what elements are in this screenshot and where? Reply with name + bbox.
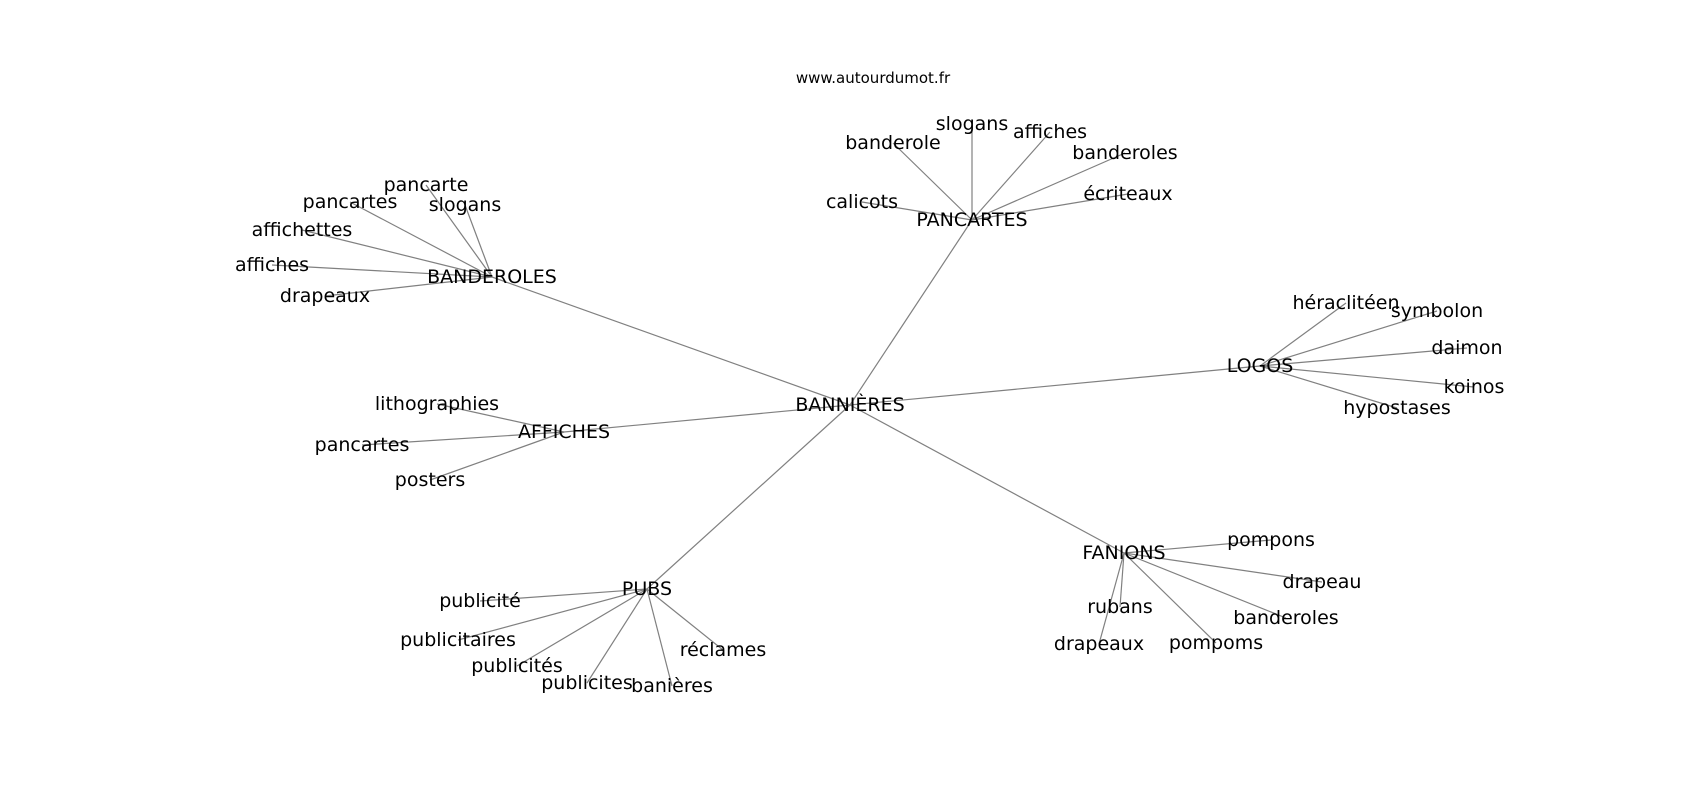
leaf-node-banderoles-slogans[interactable]: slogans <box>429 194 501 216</box>
edge-pubs-to-publicites <box>516 588 648 667</box>
leaf-node-pubs-publicites[interactable]: publicités <box>471 655 562 677</box>
edge-logos-to-symbolon <box>1259 310 1438 367</box>
leaf-node-logos-koinos[interactable]: koinos <box>1444 376 1505 398</box>
edge-center-to-logos <box>849 365 1261 406</box>
leaf-node-logos-hypostases[interactable]: hypostases <box>1343 397 1450 419</box>
edge-pancartes-to-banderoles <box>971 152 1126 221</box>
edge-logos-to-koinos <box>1259 365 1475 388</box>
edge-banderoles-to-affichettes <box>301 229 493 278</box>
edge-fanions-to-pompons <box>1123 539 1272 554</box>
edge-banderoles-to-pancartes <box>349 201 493 278</box>
leaf-node-fanions-pompons[interactable]: pompons <box>1227 529 1315 551</box>
edge-pubs-to-publicites <box>586 588 648 684</box>
edge-pancartes-to-affiches <box>971 131 1051 221</box>
leaf-node-banderoles-affiches[interactable]: affiches <box>235 254 309 276</box>
hub-node-banderoles[interactable]: BANDEROLES <box>427 266 557 288</box>
hub-node-fanions[interactable]: FANIONS <box>1082 542 1165 564</box>
hub-node-pubs[interactable]: PUBS <box>622 578 672 600</box>
edge-center-to-banderoles <box>491 276 851 406</box>
leaf-node-logos-symbolon[interactable]: symbolon <box>1391 300 1483 322</box>
leaf-node-fanions-drapeaux[interactable]: drapeaux <box>1054 633 1144 655</box>
edge-center-to-fanions <box>849 404 1125 554</box>
hub-node-logos[interactable]: LOGOS <box>1227 355 1294 377</box>
leaf-node-pubs-publicites[interactable]: publicites <box>541 672 632 694</box>
edge-banderoles-to-affiches <box>271 264 493 278</box>
leaf-node-fanions-banderoles[interactable]: banderoles <box>1233 607 1338 629</box>
edge-logos-to-heracliteen <box>1259 302 1347 367</box>
edge-fanions-to-drapeaux <box>1098 552 1125 645</box>
leaf-node-pubs-banieres[interactable]: banières <box>631 675 713 697</box>
edge-fanions-to-pompoms <box>1123 552 1217 644</box>
leaf-node-banderoles-drapeaux[interactable]: drapeaux <box>280 285 370 307</box>
edge-affiches-to-pancartes <box>361 431 565 446</box>
edge-pubs-to-banieres <box>646 588 673 687</box>
leaf-node-fanions-rubans[interactable]: rubans <box>1087 596 1153 618</box>
edge-banderoles-to-slogans <box>464 204 493 278</box>
center-node[interactable]: BANNIÈRES <box>795 393 904 416</box>
leaf-node-affiches-pancartes[interactable]: pancartes <box>315 434 410 456</box>
leaf-node-banderoles-pancartes[interactable]: pancartes <box>303 191 398 213</box>
leaf-node-logos-heracliteen[interactable]: héraclitéen <box>1292 292 1399 314</box>
edge-affiches-to-lithographies <box>436 403 565 433</box>
leaf-node-pubs-publicite[interactable]: publicité <box>439 590 521 612</box>
edge-banderoles-to-pancarte <box>425 184 493 278</box>
edge-pancartes-to-ecriteaux <box>971 193 1129 221</box>
leaf-node-banderoles-pancarte[interactable]: pancarte <box>384 174 469 196</box>
edge-pubs-to-publicite <box>479 588 648 602</box>
edge-fanions-to-banderoles <box>1123 552 1287 619</box>
leaf-node-fanions-pompoms[interactable]: pompoms <box>1169 632 1263 654</box>
leaf-node-fanions-drapeau[interactable]: drapeau <box>1283 571 1362 593</box>
leaf-node-affiches-posters[interactable]: posters <box>395 469 465 491</box>
leaf-node-pancartes-affiches[interactable]: affiches <box>1013 121 1087 143</box>
hub-node-affiches[interactable]: AFFICHES <box>518 421 610 443</box>
leaf-node-logos-daimon[interactable]: daimon <box>1431 337 1502 359</box>
edge-banderoles-to-drapeaux <box>324 276 493 297</box>
edge-logos-to-daimon <box>1259 347 1468 367</box>
edge-fanions-to-rubans <box>1119 552 1125 608</box>
leaf-node-pancartes-banderole[interactable]: banderole <box>845 132 940 154</box>
edge-center-to-affiches <box>563 404 851 433</box>
hub-node-pancartes[interactable]: PANCARTES <box>916 209 1027 231</box>
leaf-node-pancartes-slogans[interactable]: slogans <box>936 113 1008 135</box>
leaf-node-pubs-publicitaires[interactable]: publicitaires <box>400 629 516 651</box>
edge-center-to-pancartes <box>849 219 973 406</box>
leaf-node-pancartes-ecriteaux[interactable]: écriteaux <box>1083 183 1172 205</box>
graph-edges <box>271 124 1475 687</box>
edge-pubs-to-reclames <box>646 588 724 651</box>
leaf-node-pancartes-calicots[interactable]: calicots <box>826 191 898 213</box>
site-url[interactable]: www.autourdumot.fr <box>796 69 951 87</box>
leaf-node-banderoles-affichettes[interactable]: affichettes <box>252 219 353 241</box>
edge-fanions-to-drapeau <box>1123 552 1323 583</box>
leaf-node-pubs-reclames[interactable]: réclames <box>680 639 767 661</box>
edge-pubs-to-publicitaires <box>457 588 648 641</box>
leaf-node-affiches-lithographies[interactable]: lithographies <box>375 393 499 415</box>
leaf-node-pancartes-banderoles[interactable]: banderoles <box>1072 142 1177 164</box>
edge-center-to-pubs <box>646 404 851 590</box>
edge-pancartes-to-calicots <box>861 201 973 221</box>
edge-logos-to-hypostases <box>1259 365 1398 409</box>
edge-pancartes-to-banderole <box>892 142 973 221</box>
edge-affiches-to-posters <box>429 431 565 481</box>
